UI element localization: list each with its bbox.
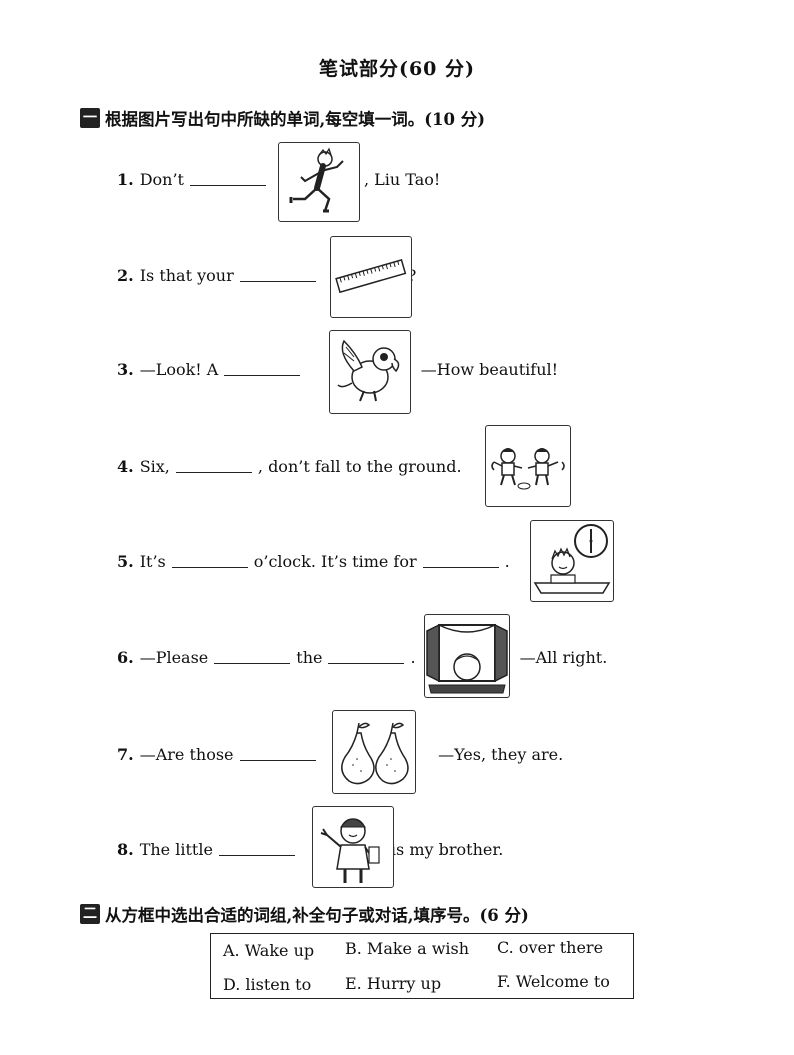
section-2-instruction: 从方框中选出合适的词组,补全句子或对话,填序号。(6 分): [105, 906, 529, 925]
section-1-heading: 一 根据图片写出句中所缺的单词,每空填一词。(10 分): [80, 106, 485, 130]
question-text: Don’t: [139, 170, 184, 189]
section-2-heading: 二 从方框中选出合适的词组,补全句子或对话,填序号。(6 分): [80, 902, 529, 926]
question-text: .: [410, 648, 416, 667]
answer-blank[interactable]: [328, 662, 405, 664]
section-1-instruction: 根据图片写出句中所缺的单词,每空填一词。(10 分): [105, 110, 486, 129]
question-2: 2. Is that your ?: [117, 266, 416, 285]
answer-blank[interactable]: [175, 471, 252, 473]
question-7: 7. —Are those ? —Yes, they are.: [117, 745, 563, 764]
answer-blank[interactable]: [189, 184, 266, 186]
question-text: The little: [139, 840, 213, 859]
question-text: , don’t fall to the ground.: [257, 457, 462, 476]
question-text: —All right.: [519, 648, 608, 667]
question-text: ?: [407, 266, 417, 285]
question-1: 1. Don’t , Liu Tao!: [117, 170, 440, 189]
question-6: 6. —Please the . —All right.: [117, 648, 607, 667]
question-number: 1.: [117, 170, 134, 189]
question-number: 7.: [117, 745, 134, 764]
question-number: 6.: [117, 648, 134, 667]
answer-blank[interactable]: [239, 759, 316, 761]
answer-blank[interactable]: [224, 374, 301, 376]
option-f: F. Welcome to: [497, 972, 610, 991]
option-d: D. listen to: [223, 975, 312, 994]
question-text: is my brother.: [390, 840, 504, 859]
clock-boy-desk-icon: [530, 520, 614, 602]
page-title: 笔试部分(60 分): [318, 58, 476, 80]
running-boy-icon: [278, 142, 360, 222]
question-text: the: [296, 648, 323, 667]
question-number: 3.: [117, 360, 134, 379]
option-e: E. Hurry up: [345, 974, 442, 993]
option-b: B. Make a wish: [345, 939, 470, 958]
question-text: .: [504, 552, 510, 571]
parrot-icon: [329, 330, 411, 414]
option-a: A. Wake up: [223, 941, 315, 960]
question-text: —Yes, they are.: [438, 745, 564, 764]
pears-icon: [332, 710, 416, 794]
question-text: , Liu Tao!: [363, 170, 441, 189]
answer-blank[interactable]: [239, 280, 316, 282]
answer-blank[interactable]: [218, 854, 295, 856]
question-3: 3. —Look! A ! —How beautiful!: [117, 360, 558, 379]
open-window-icon: [424, 614, 510, 698]
children-playing-icon: [485, 425, 571, 507]
question-5: 5. It’s o’clock. It’s time for .: [117, 552, 510, 571]
question-text: Six,: [139, 457, 170, 476]
answer-blank[interactable]: [214, 662, 291, 664]
question-text: —Are those: [139, 745, 234, 764]
section-2-number-icon: 二: [80, 904, 100, 924]
little-boy-icon: [312, 806, 394, 888]
section-1-number-icon: 一: [80, 108, 100, 128]
question-text: —Look! A: [139, 360, 219, 379]
option-c: C. over there: [497, 938, 604, 957]
question-text: —Please: [139, 648, 209, 667]
ruler-icon: [330, 236, 412, 318]
question-number: 2.: [117, 266, 134, 285]
question-8: 8. The little is my brother.: [117, 840, 503, 859]
question-text: o’clock. It’s time for: [253, 552, 417, 571]
answer-blank[interactable]: [422, 566, 499, 568]
question-4: 4. Six, , don’t fall to the ground.: [117, 457, 462, 476]
question-number: 5.: [117, 552, 134, 571]
question-number: 4.: [117, 457, 134, 476]
answer-blank[interactable]: [171, 566, 248, 568]
question-text: —How beautiful!: [420, 360, 559, 379]
options-box: A. Wake up B. Make a wish C. over there …: [210, 933, 634, 999]
question-number: 8.: [117, 840, 134, 859]
question-text: Is that your: [139, 266, 234, 285]
question-text: It’s: [139, 552, 166, 571]
